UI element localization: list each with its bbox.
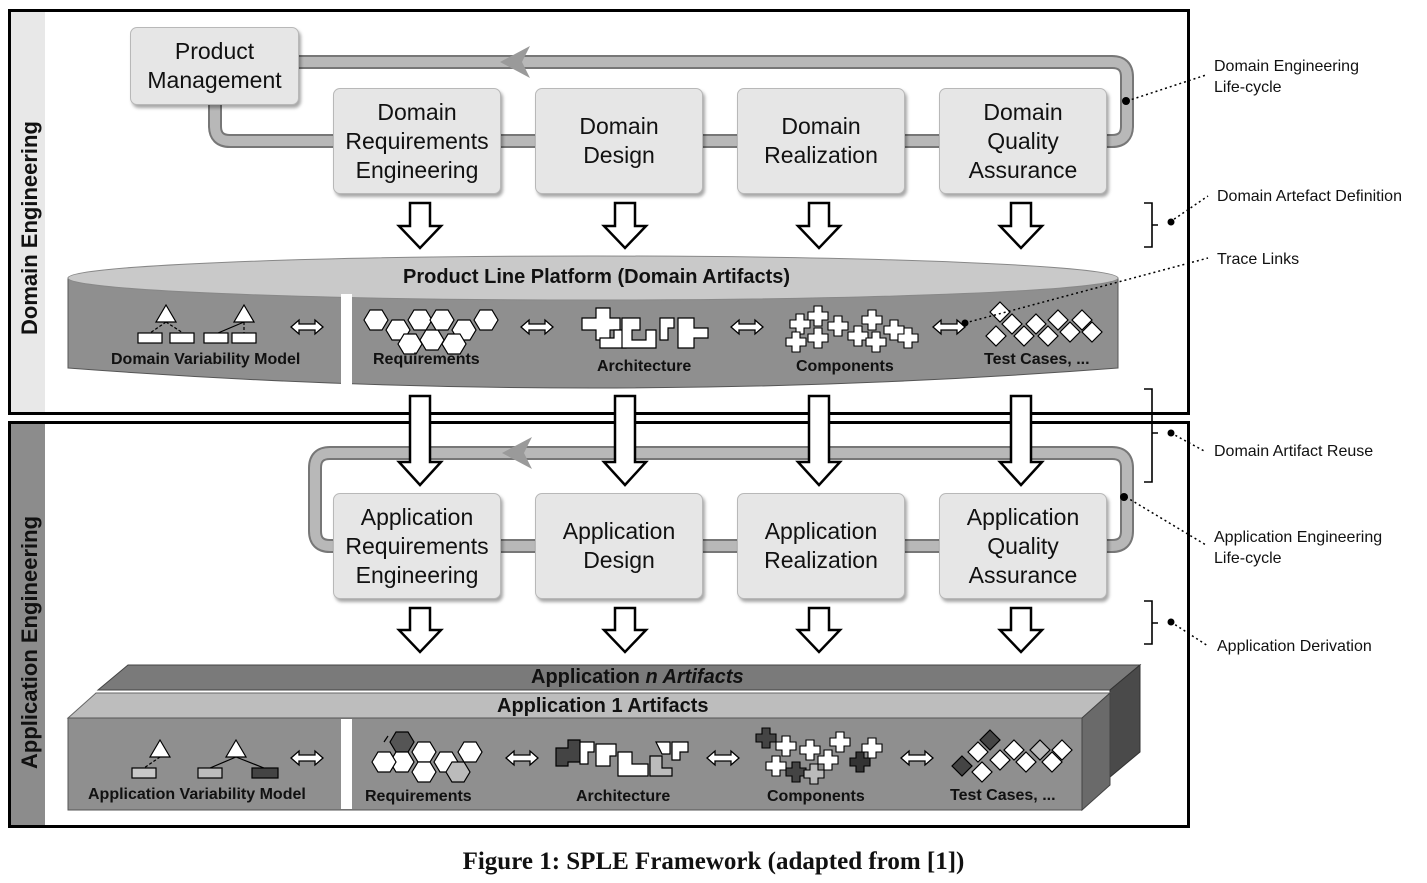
application-n-title-italic: n Artifacts [645,666,744,688]
reuse-arrows [396,394,1045,487]
application-requirements-icon [371,731,483,783]
platform-artifact-test-cases: Test Cases, ... [984,351,1090,368]
domain-requirements-engineering-box: Domain Requirements Engineering [333,88,501,194]
application-loop-arrowhead [502,437,532,469]
application-derivation-arrows [396,606,1045,654]
application-variability-model-icon [131,738,279,779]
application-artifact-components: Components [767,788,865,805]
product-line-platform [67,255,1119,394]
domain-quality-assurance-box: Domain Quality Assurance [939,88,1107,194]
annotation-artifact-reuse: Domain Artifact Reuse [1214,443,1374,460]
platform-architecture-icon [581,307,709,349]
application-side-band [11,424,45,825]
platform-test-cases-icon [985,301,1103,347]
application-architecture-icon [555,739,689,777]
right-braces [1144,202,1158,645]
application-1-artifacts-block [66,691,1112,812]
annotation-app-derivation: Application Derivation [1217,638,1372,655]
platform-requirements-icon [363,309,499,355]
domain-design-box: Domain Design [535,88,703,194]
annotation-trace-links: Trace Links [1217,251,1300,268]
application-n-title-prefix: Application [531,666,646,688]
product-management-box: Product Management [130,27,299,105]
application-artifact-variability-model: Application Variability Model [88,786,306,803]
platform-artifact-components: Components [796,358,894,375]
application-quality-assurance-box: Application Quality Assurance [939,493,1107,599]
annotation-leaders [964,74,1209,647]
domain-loop-arrowhead [500,46,530,78]
annotation-domain-lifecycle: Domain Engineering Life-cycle [1214,58,1359,96]
platform-title: Product Line Platform (Domain Artifacts) [403,266,791,288]
artifact-link-arrows [290,318,966,767]
application-design-box: Application Design [535,493,703,599]
application-n-artifacts-block [96,663,1142,779]
domain-realization-box: Domain Realization [737,88,905,194]
platform-artifact-architecture: Architecture [597,358,692,375]
annotation-artefact-definition: Domain Artefact Definition [1217,188,1402,205]
application-1-artifacts-title: Application 1 Artifacts [497,695,709,717]
application-artifact-requirements: Requirements [365,788,472,805]
application-n-artifacts-title: Application n Artifacts [531,666,744,689]
application-requirements-engineering-box: Application Requirements Engineering [333,493,501,599]
platform-components-icon [785,305,919,353]
application-artifact-architecture: Architecture [576,788,671,805]
application-test-cases-icon [951,729,1073,783]
domain-side-band [11,12,45,412]
application-artifact-test-cases: Test Cases, ... [950,787,1056,804]
annotation-dots [961,97,1175,626]
platform-artifact-requirements: Requirements [373,351,480,368]
annotation-app-lifecycle: Application Engineering Life-cycle [1214,529,1383,567]
application-lifecycle-loop [308,437,1134,553]
application-realization-box: Application Realization [737,493,905,599]
domain-derivation-arrows [396,201,1045,250]
domain-variability-model-icon [137,303,257,344]
application-components-icon [755,727,883,785]
figure-caption: Figure 1: SPLE Framework (adapted from [… [462,848,965,875]
platform-artifact-variability-model: Domain Variability Model [111,351,301,368]
